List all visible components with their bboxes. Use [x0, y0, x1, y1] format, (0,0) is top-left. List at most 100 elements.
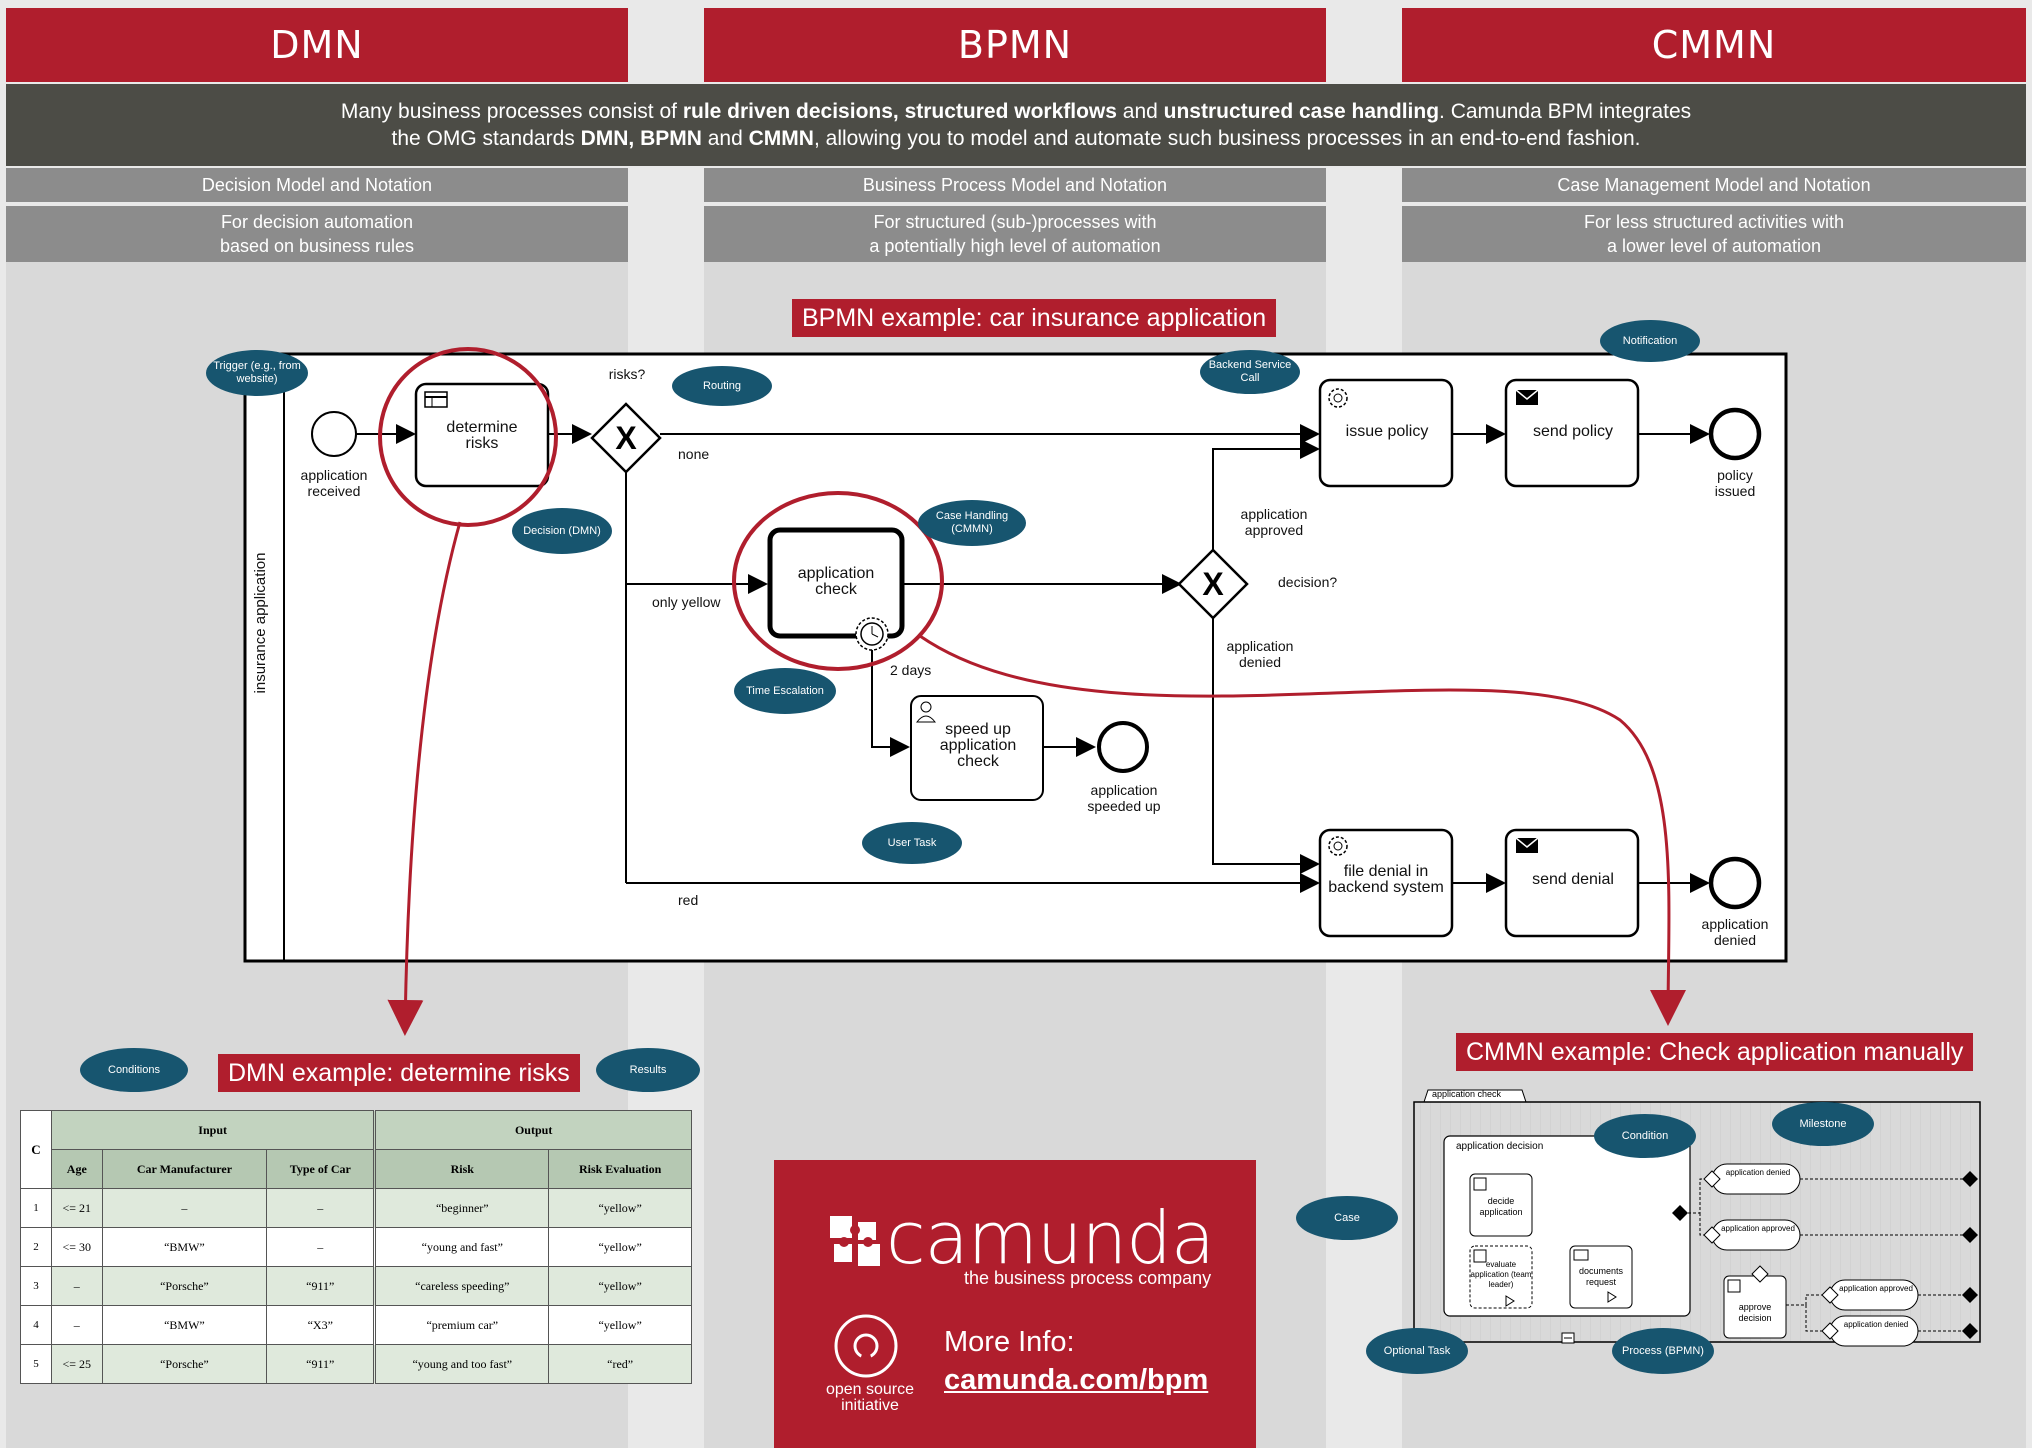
cell: –: [51, 1305, 103, 1345]
bubble-case-handling: Case Handling (CMMN): [918, 500, 1026, 546]
row-index: 2: [20, 1227, 52, 1267]
table-row: 5<= 25“Porsche”“911”“young and too fast”…: [20, 1344, 692, 1384]
col-risk-eval: Risk Evaluation: [548, 1149, 692, 1189]
bubble-conditions: Conditions: [80, 1048, 188, 1092]
cell: <= 25: [51, 1344, 103, 1384]
bubble-backend: Backend Service Call: [1200, 350, 1300, 394]
row-index: 3: [20, 1266, 52, 1306]
bubble-decision: Decision (DMN): [512, 508, 612, 554]
hit-policy: C: [20, 1110, 52, 1189]
cell: “yellow”: [548, 1227, 692, 1267]
intro-text: . Camunda BPM integrates: [1439, 100, 1692, 123]
bubble-time-escalation: Time Escalation: [734, 668, 836, 714]
cmmn-highlight-circle: [732, 491, 944, 671]
label-gw1: risks?: [608, 366, 646, 382]
osi-line: initiative: [841, 1397, 899, 1414]
cell: “BMW”: [101, 1227, 268, 1267]
label-speed: speed up application check: [939, 721, 1017, 770]
cell: –: [51, 1266, 103, 1306]
cell: –: [266, 1227, 376, 1267]
cell: “young and fast”: [373, 1227, 550, 1267]
cell: “911”: [266, 1344, 376, 1384]
osi-logo-icon: [834, 1314, 898, 1378]
header-dmn: DMN: [6, 8, 628, 82]
bubble-trigger: Trigger (e.g., from website): [206, 350, 308, 396]
label-none: none: [678, 446, 710, 462]
end-event-speeded: [1097, 721, 1149, 773]
user-icon: [1473, 1177, 1487, 1191]
bpmn-name: Business Process Model and Notation: [704, 168, 1326, 202]
label-only-yellow: only yellow: [652, 594, 721, 610]
label-determine: determine risks: [446, 419, 518, 452]
table-row: 2<= 30“BMW”–“young and fast”“yellow”: [20, 1227, 692, 1267]
cell: “red”: [548, 1344, 692, 1384]
table-row: 4–“BMW”“X3”“premium car”“yellow”: [20, 1305, 692, 1345]
dmn-example-title: DMN example: determine risks: [218, 1054, 580, 1092]
label-app-denied: application denied: [1701, 916, 1769, 948]
cmmn-m-denied: application denied: [1725, 1168, 1791, 1177]
sentry-diamond: [1672, 1205, 1688, 1221]
bubble-user-task: User Task: [862, 822, 962, 864]
pool-label: insurance application: [246, 510, 272, 740]
cmmn-example-title: CMMN example: Check application manually: [1456, 1033, 1974, 1071]
cell: “yellow”: [548, 1305, 692, 1345]
table-row: 3–“Porsche”“911”“careless speeding”“yell…: [20, 1266, 692, 1306]
desc-line: based on business rules: [219, 236, 415, 256]
desc-line: For less structured activities with: [1583, 212, 1845, 232]
bubble-optional-task: Optional Task: [1366, 1328, 1468, 1374]
cell: “BMW”: [101, 1305, 268, 1345]
cell: “911”: [266, 1266, 376, 1306]
play-icon: [1607, 1291, 1617, 1303]
intro-bold: DMN, BPMN: [580, 127, 702, 150]
col-manufacturer: Car Manufacturer: [101, 1149, 268, 1189]
bubble-milestone: Milestone: [1772, 1102, 1874, 1146]
cmmn-diagram: [1413, 1089, 1981, 1347]
cell: “careless speeding”: [373, 1266, 550, 1306]
intro-text: Many business processes consist of: [340, 100, 683, 123]
more-info-link[interactable]: camunda.com/bpm: [944, 1364, 1209, 1396]
pool-label-text: insurance application: [252, 552, 269, 694]
cell: –: [266, 1188, 376, 1228]
intro-bold: rule driven decisions, structured workfl…: [682, 100, 1117, 123]
cmmn-documents-label: documents request: [1578, 1266, 1624, 1287]
camunda-tagline: the business process company: [964, 1268, 1212, 1288]
start-event: [311, 411, 357, 457]
intro-text: , allowing you to model and automate suc…: [813, 127, 1641, 150]
cell: “beginner”: [373, 1188, 550, 1228]
end-event-policy: [1708, 407, 1762, 461]
row-index: 4: [20, 1305, 52, 1345]
cmmn-approve-label: approve decision: [1738, 1302, 1772, 1323]
label-two-days: 2 days: [890, 662, 932, 678]
cmmn-evaluate-label: evaluate application (team leader): [1470, 1260, 1532, 1289]
bpmn-example-title: BPMN example: car insurance application: [792, 299, 1277, 337]
label-red: red: [678, 892, 699, 908]
user-icon: [915, 715, 937, 723]
label-policy-issued: policy issued: [1714, 467, 1756, 499]
cell: “Porsche”: [101, 1344, 268, 1384]
col-risk: Risk: [373, 1149, 550, 1189]
header-bpmn: BPMN: [704, 8, 1326, 82]
cell: “yellow”: [548, 1188, 692, 1228]
label-check: application check: [797, 565, 875, 598]
cell: “X3”: [266, 1305, 376, 1345]
intro-text: and: [1116, 100, 1164, 123]
task-documents: [1569, 1245, 1633, 1309]
intro-bold: CMMN: [748, 127, 814, 150]
row-index: 5: [20, 1344, 52, 1384]
label-gw2: decision?: [1278, 574, 1338, 590]
camunda-logo-icon: [830, 1216, 880, 1266]
row-index: 1: [20, 1188, 52, 1228]
cell: “yellow”: [548, 1266, 692, 1306]
bubble-routing: Routing: [672, 366, 772, 406]
cell: <= 30: [51, 1227, 103, 1267]
label-send-denial: send denial: [1532, 871, 1614, 888]
bubble-notification: Notification: [1600, 320, 1700, 362]
header-cmmn: CMMN: [1402, 8, 2026, 82]
cmmn-decide-label: decide application: [1479, 1196, 1523, 1217]
cell: <= 21: [51, 1188, 103, 1228]
desc-line: For decision automation: [220, 212, 414, 232]
col-age: Age: [51, 1149, 103, 1189]
